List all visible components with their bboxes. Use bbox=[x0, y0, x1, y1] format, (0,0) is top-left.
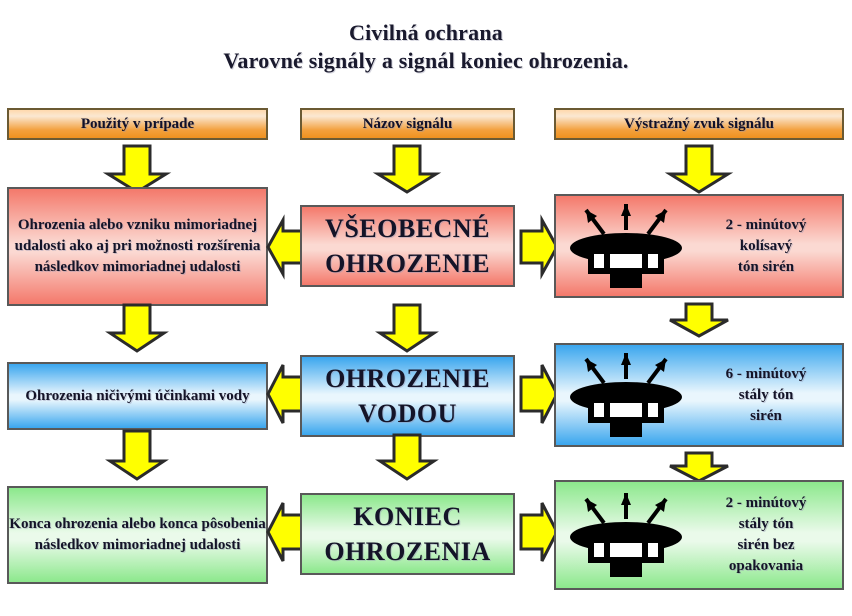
sound-line-2: stály tón bbox=[738, 386, 794, 403]
warning-sound-box-row-3: 2 - minútový stály tón sirén bez opakova… bbox=[554, 480, 844, 590]
sound-line-1: 6 - minútový bbox=[725, 365, 807, 382]
sound-description-text: 6 - minútový stály tón sirén bbox=[696, 364, 842, 427]
sound-line-2: stály tón bbox=[738, 516, 794, 532]
column-header-label: Názov signálu bbox=[362, 115, 453, 132]
use-case-box-row-2: Ohrozenia ničivými účinkami vody bbox=[7, 362, 268, 430]
arrow-down-icon bbox=[668, 451, 730, 483]
warning-sound-box-row-1: 2 - minútový kolísavý tón sirén bbox=[554, 194, 844, 298]
signal-name-text: KONIEC OHROZENIA bbox=[302, 499, 513, 569]
signal-name-line-2: VODOU bbox=[358, 399, 457, 428]
siren-icon bbox=[556, 349, 696, 441]
sound-line-2: kolísavý bbox=[739, 237, 793, 254]
sound-line-1: 2 - minútový bbox=[725, 216, 807, 233]
siren-icon bbox=[556, 200, 696, 292]
arrow-down-icon bbox=[668, 302, 730, 338]
title-line-2: Varovné signály a signál koniec ohrozeni… bbox=[223, 48, 629, 73]
signal-name-box-row-2: OHROZENIE VODOU bbox=[300, 355, 515, 437]
signal-name-line-2: OHROZENIE bbox=[325, 249, 490, 278]
arrow-right-icon bbox=[519, 214, 559, 280]
use-case-box-row-1: Ohrozenia alebo vzniku mimoriadnej udalo… bbox=[7, 187, 268, 306]
warning-sound-box-row-2: 6 - minútový stály tón sirén bbox=[554, 343, 844, 447]
signal-name-line-1: OHROZENIE bbox=[325, 364, 490, 393]
arrow-down-icon bbox=[664, 144, 734, 194]
column-header-warning-sound: Výstražný zvuk signálu bbox=[554, 108, 844, 140]
column-header-label: Výstražný zvuk signálu bbox=[623, 115, 775, 132]
arrow-down-icon bbox=[372, 144, 442, 194]
signal-name-box-row-1: VŠEOBECNÉ OHROZENIE bbox=[300, 205, 515, 287]
use-case-text: Ohrozenia alebo vzniku mimoriadnej udalo… bbox=[14, 217, 261, 275]
sound-line-3: tón sirén bbox=[737, 258, 795, 275]
page-title: Civilná ochrana Varovné signály a signál… bbox=[0, 20, 852, 76]
arrow-down-icon bbox=[105, 429, 169, 481]
arrow-down-icon bbox=[375, 303, 439, 353]
signal-name-line-1: KONIEC bbox=[353, 502, 462, 531]
sound-line-4: opakovania bbox=[728, 558, 804, 574]
arrow-right-icon bbox=[519, 500, 559, 564]
siren-icon bbox=[556, 489, 696, 581]
signal-name-line-1: VŠEOBECNÉ bbox=[325, 214, 490, 243]
column-header-signal-name: Názov signálu bbox=[300, 108, 515, 140]
sound-description-text: 2 - minútový stály tón sirén bez opakova… bbox=[696, 493, 842, 577]
arrow-down-icon bbox=[375, 433, 439, 481]
sound-description-text: 2 - minútový kolísavý tón sirén bbox=[696, 215, 842, 278]
signal-name-line-2: OHROZENIA bbox=[324, 537, 491, 566]
arrow-right-icon bbox=[519, 362, 559, 426]
column-header-label: Použitý v prípade bbox=[80, 115, 195, 132]
column-header-use-case: Použitý v prípade bbox=[7, 108, 268, 140]
use-case-text: Konca ohrozenia alebo konca pôsobenia ná… bbox=[9, 516, 266, 553]
sound-line-3: sirén bbox=[750, 407, 782, 424]
sound-line-3: sirén bez bbox=[737, 537, 795, 553]
sound-line-1: 2 - minútový bbox=[725, 495, 807, 511]
title-line-1: Civilná ochrana bbox=[349, 20, 503, 45]
arrow-down-icon bbox=[105, 303, 169, 353]
signal-name-text: OHROZENIE VODOU bbox=[302, 361, 513, 431]
signal-name-box-row-3: KONIEC OHROZENIA bbox=[300, 493, 515, 575]
use-case-text: Ohrozenia ničivými účinkami vody bbox=[25, 387, 250, 404]
signal-name-text: VŠEOBECNÉ OHROZENIE bbox=[302, 211, 513, 281]
use-case-box-row-3: Konca ohrozenia alebo konca pôsobenia ná… bbox=[7, 486, 268, 584]
